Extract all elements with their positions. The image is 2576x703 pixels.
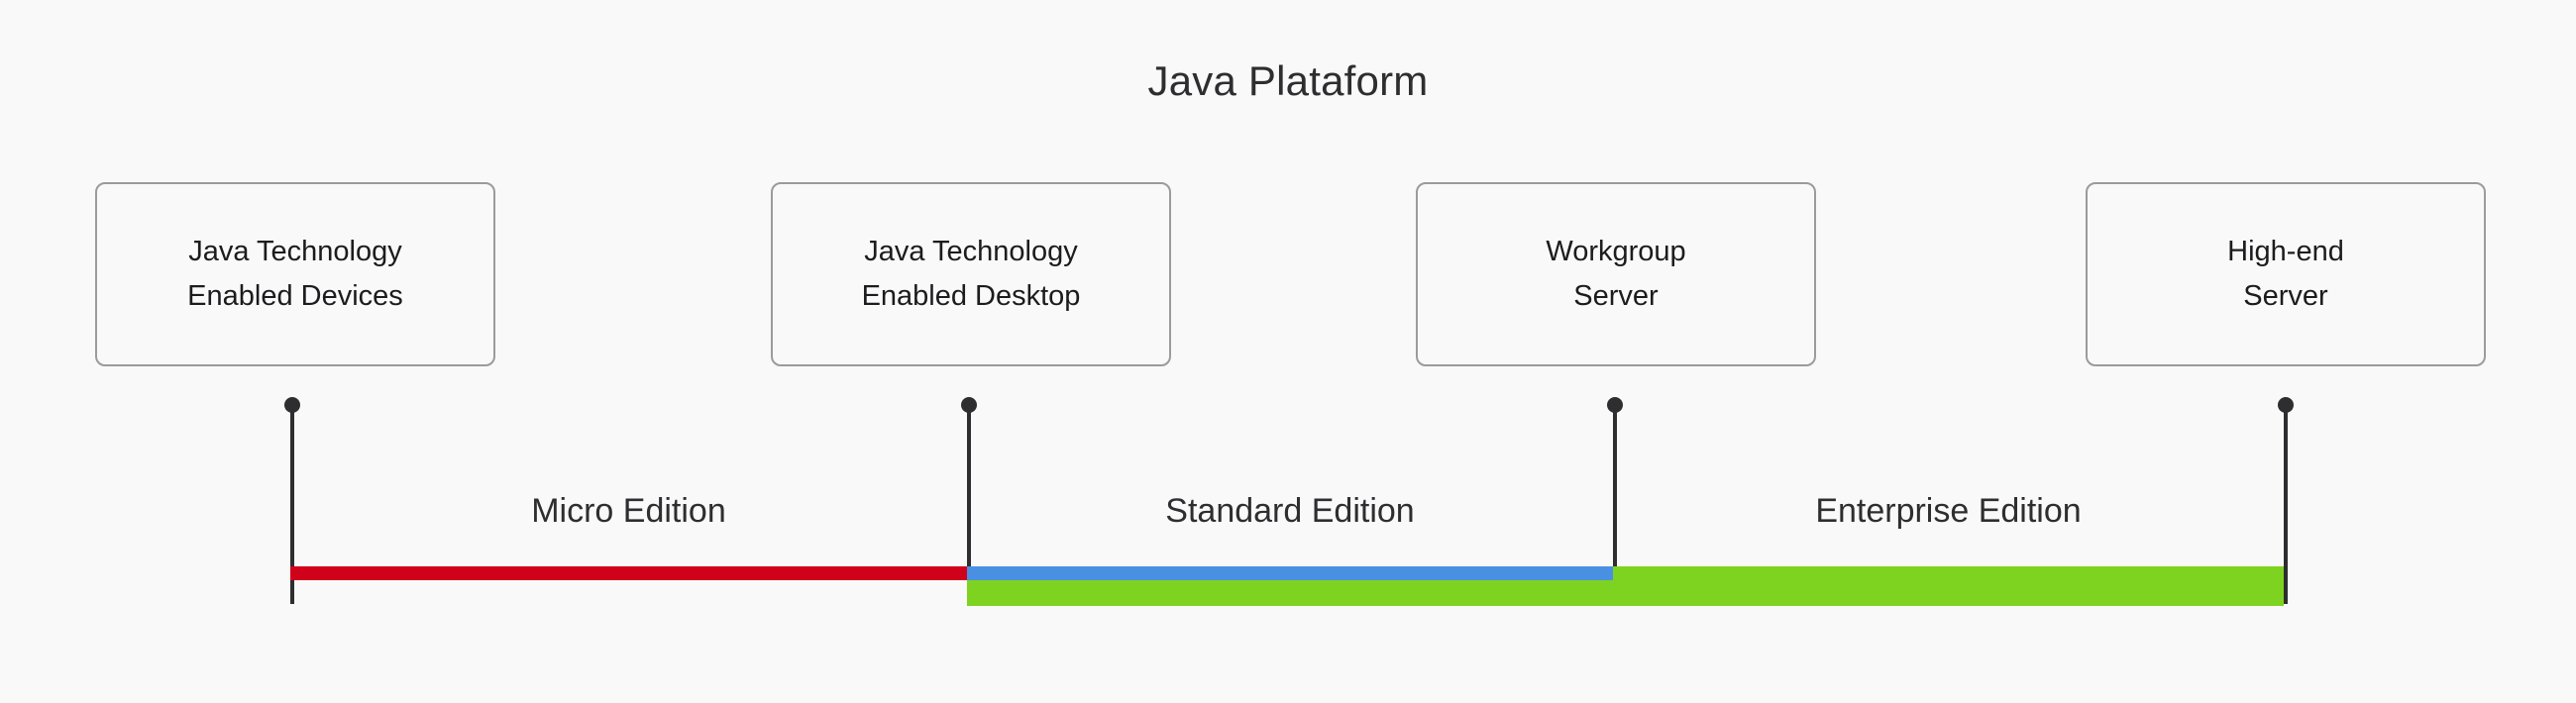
edition-bar-enterprise-under-standard [967,580,1613,606]
tier-box-label-line1: Workgroup [1546,236,1686,267]
connector-stem-workgroup-server [1607,397,1623,604]
tier-box-label-line1: High-end [2227,236,2344,267]
tier-box-workgroup-server[interactable]: Workgroup Server [1416,182,1816,366]
connector-line [2284,406,2288,604]
tier-box-label-line1: Java Technology [188,236,402,267]
tier-box-label-line2: Server [2243,280,2328,312]
tier-box-high-end-server[interactable]: High-end Server [2086,182,2486,366]
edition-bar-standard [967,566,1613,580]
tier-box-label-line2: Enabled Devices [187,280,403,312]
edition-label-micro: Micro Edition [531,492,726,530]
connector-dot-icon [1607,397,1623,413]
connector-stem-high-end-server [2278,397,2294,604]
connector-line [1613,406,1617,604]
connector-dot-icon [961,397,977,413]
tier-box-label-line1: Java Technology [864,236,1078,267]
edition-label-standard: Standard Edition [1165,492,1415,530]
connector-dot-icon [2278,397,2294,413]
edition-bar-micro [290,566,967,580]
tier-box-java-technology-enabled-devices[interactable]: Java Technology Enabled Devices [95,182,495,366]
tier-box-label-line2: Server [1573,280,1659,312]
tier-box-label-line2: Enabled Desktop [861,280,1081,312]
edition-bar-enterprise [1613,566,2284,606]
page-title: Java Plataform [1147,57,1429,104]
connector-stem-desktop [961,397,977,604]
connector-line [290,406,294,604]
connector-stem-devices [284,397,300,604]
connector-line [967,406,971,604]
connector-dot-icon [284,397,300,413]
tier-box-java-technology-enabled-desktop[interactable]: Java Technology Enabled Desktop [771,182,1171,366]
edition-label-enterprise: Enterprise Edition [1815,492,2082,530]
